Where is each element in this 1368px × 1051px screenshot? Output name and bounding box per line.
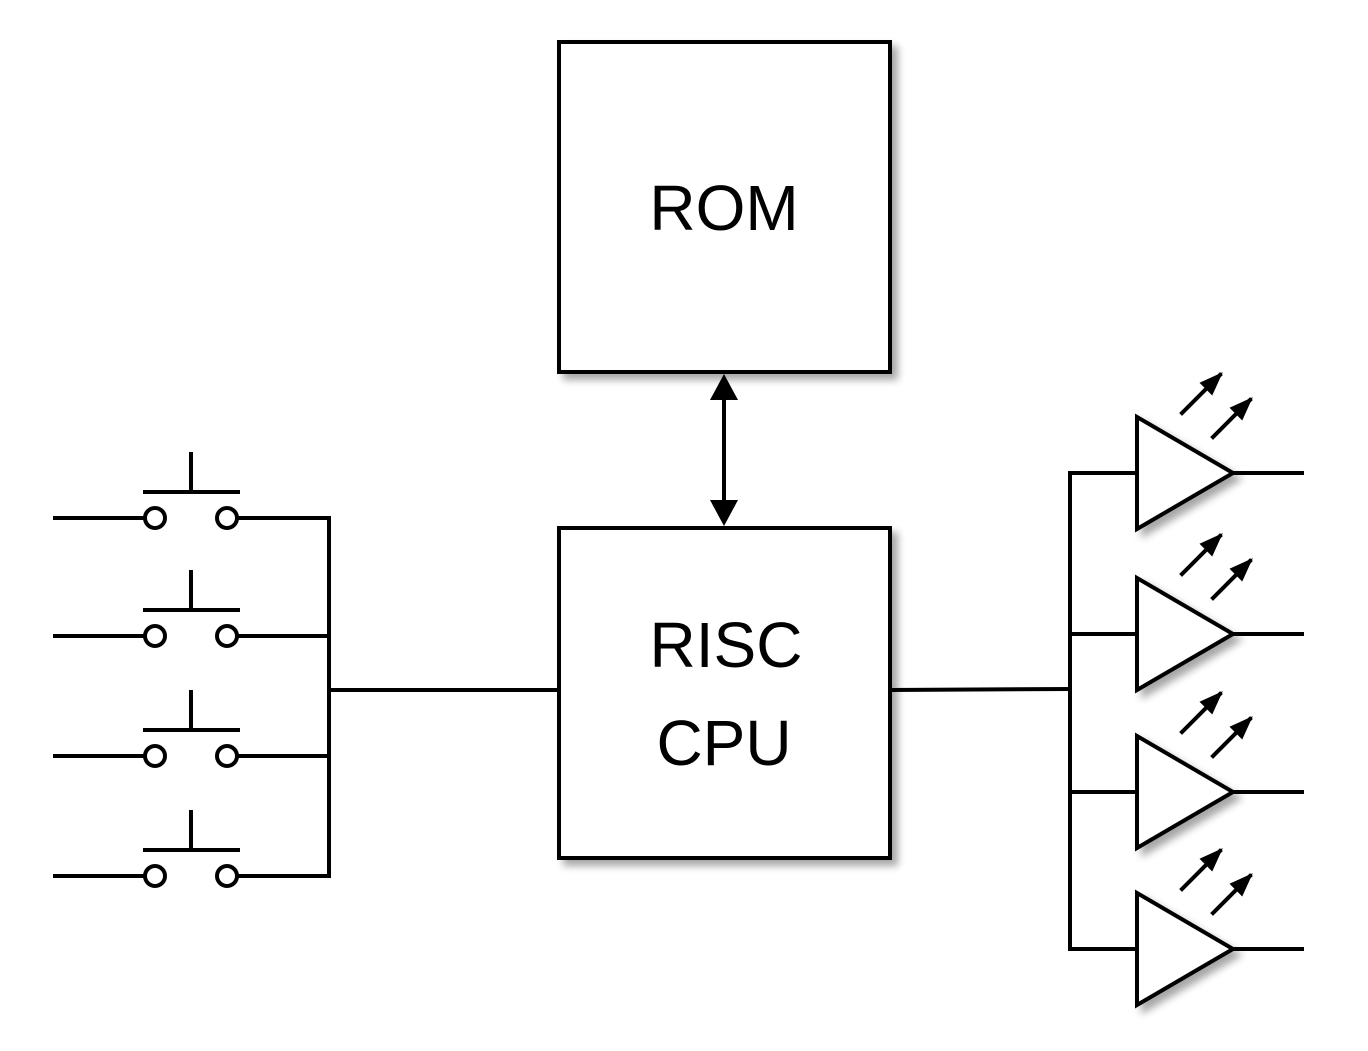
arrowhead-up (710, 374, 738, 400)
light-arrowhead (1199, 691, 1223, 715)
switch-contact (143, 624, 167, 648)
input-bus (327, 516, 561, 878)
switch-contact (143, 506, 167, 530)
rom-cpu-bidirectional-arrow (710, 374, 738, 526)
light-arrowhead (1229, 558, 1253, 582)
rom-label: ROM (649, 172, 798, 244)
switch-contact (215, 624, 239, 648)
led-triangle (1135, 413, 1237, 533)
led (1068, 691, 1304, 852)
switch-contact (215, 864, 239, 888)
led (1068, 848, 1304, 1009)
arrowhead-down (710, 500, 738, 526)
switch-contact (215, 744, 239, 768)
led-group (1068, 372, 1304, 1009)
light-arrowhead (1229, 397, 1253, 421)
push-button-switch (53, 570, 331, 648)
light-arrowhead (1199, 372, 1223, 396)
switch-contact (143, 744, 167, 768)
push-button-switch (53, 452, 331, 530)
light-arrowhead (1199, 848, 1223, 872)
switch-contact (215, 506, 239, 530)
led (1068, 372, 1304, 533)
led-triangle (1135, 574, 1237, 694)
light-arrowhead (1199, 533, 1223, 557)
led-triangle (1135, 732, 1237, 852)
cpu-label-line1: RISC (650, 609, 803, 681)
push-button-switch (53, 690, 331, 768)
cpu-label-line2: CPU (656, 707, 791, 779)
led-triangle (1135, 889, 1237, 1009)
led (1068, 533, 1304, 694)
light-arrowhead (1229, 716, 1253, 740)
push-button-switch (53, 810, 331, 888)
output-bus (887, 471, 1073, 951)
rom-block: ROM (557, 40, 892, 374)
switch-contact (143, 864, 167, 888)
cpu-block: RISC CPU (557, 526, 892, 860)
light-arrowhead (1229, 873, 1253, 897)
switch-group (53, 452, 331, 888)
